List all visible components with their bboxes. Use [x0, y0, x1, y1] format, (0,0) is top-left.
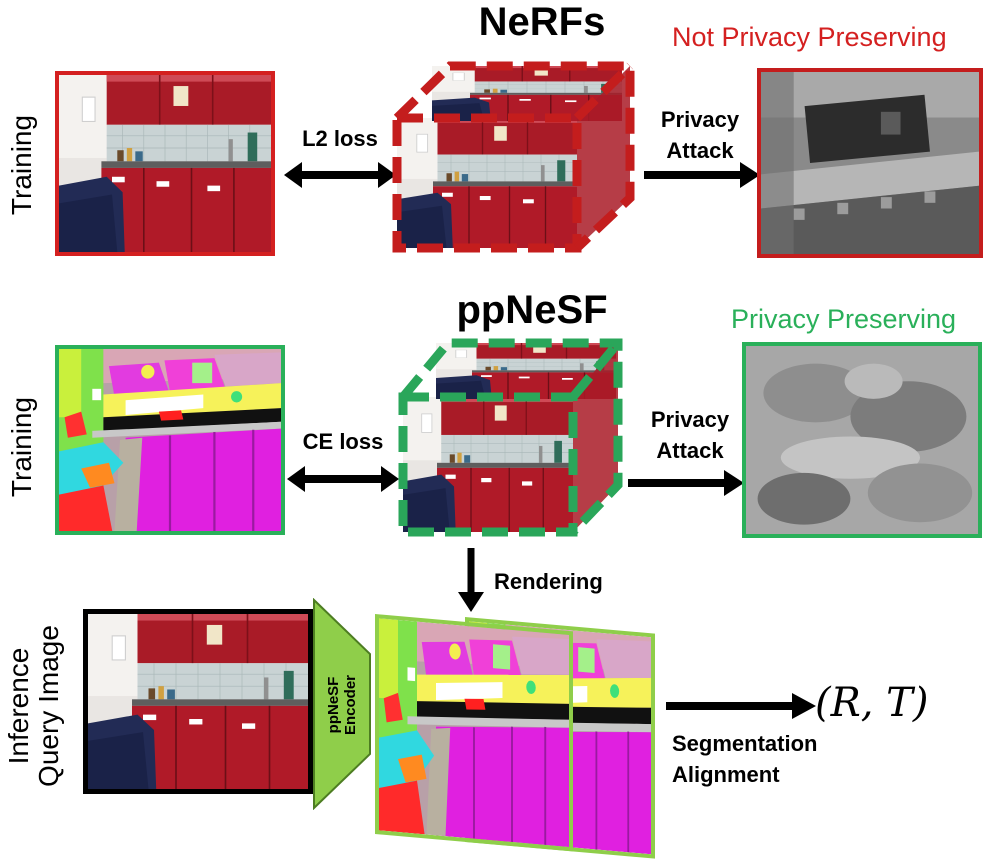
ce-loss-label: CE loss [302, 429, 384, 454]
pose-output-label: (R, T) [815, 680, 929, 726]
ppnesf-cube [396, 335, 628, 540]
segmentation-alignment-label: Segmentation Alignment [672, 731, 818, 787]
privacy-attack-label-ppnesf: Privacy Attack [650, 407, 730, 463]
double-arrow-icon [284, 162, 396, 188]
nerf-attack-reconstruction [757, 68, 983, 258]
double-arrow-icon [287, 466, 399, 492]
privacy-attack-label-nerf: Privacy Attack [660, 107, 740, 163]
l2-loss-label: L2 loss [302, 126, 378, 151]
not-privacy-preserving-label: Not Privacy Preserving [672, 22, 947, 52]
privacy-preserving-label: Privacy Preserving [731, 304, 957, 334]
right-arrow-icon [628, 470, 744, 496]
ppnesf-title: ppNeSF [456, 288, 608, 332]
ppnesf-encoder: ppNeSF Encoder [312, 598, 372, 810]
rendered-segmentation-front [375, 614, 573, 852]
right-arrow-icon [666, 693, 816, 719]
training-label-ppnesf: Training [6, 396, 37, 498]
rgb-training-image [55, 71, 275, 256]
rendering-label: Rendering [494, 569, 603, 594]
down-arrow-icon [458, 548, 484, 612]
ppnesf-attack-reconstruction [742, 342, 982, 538]
inference-query-image-label: Inference Query Image [3, 625, 64, 787]
training-label-nerf: Training [6, 114, 37, 216]
segmentation-training-image [55, 345, 285, 535]
nerf-title: NeRFs [478, 0, 606, 44]
right-arrow-icon [644, 162, 760, 188]
nerf-cube [392, 58, 638, 258]
query-image [83, 609, 313, 794]
